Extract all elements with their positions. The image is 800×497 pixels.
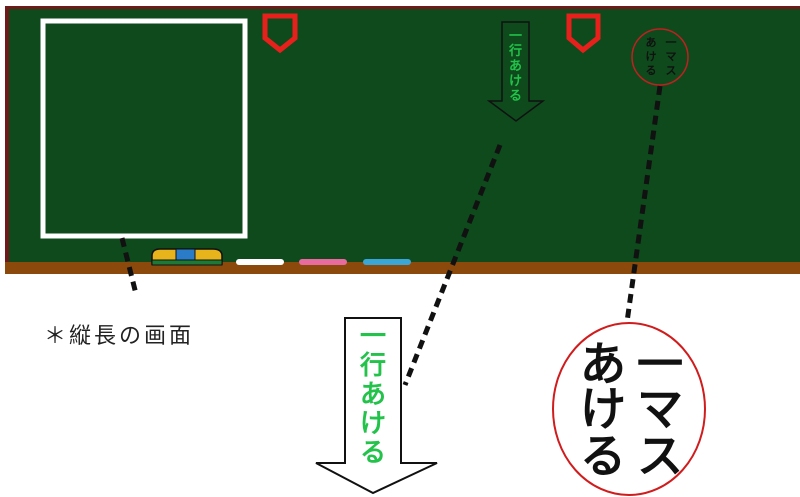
small-one-cell-char: け — [646, 50, 657, 63]
small-one-cell-char: 一 — [666, 36, 677, 49]
shield-marker-icon — [566, 13, 601, 54]
portrait-screen-outline — [40, 18, 248, 239]
small-line-space-char: け — [509, 74, 522, 89]
small-one-cell-char: マ — [666, 50, 677, 63]
large-line-space-char: 行 — [359, 350, 386, 381]
large-one-cell-char: け — [580, 382, 626, 436]
down-arrow-icon — [315, 317, 438, 495]
shield-marker-icon — [262, 13, 298, 54]
large-line-space-char: 一 — [360, 322, 386, 352]
small-line-space-char: 一 — [509, 29, 522, 44]
leader-line-one-cell — [624, 85, 663, 323]
small-one-cell-circle: 一 マ ス あ け る — [631, 28, 689, 86]
large-one-cell-char: あ — [580, 337, 626, 391]
chalk-stick-icon — [236, 259, 284, 265]
small-line-space-char: 行 — [508, 43, 522, 59]
down-arrow-icon — [486, 21, 546, 122]
large-circle-outline — [552, 322, 706, 496]
small-line-space-char: あ — [509, 59, 522, 74]
large-line-space-char: け — [360, 409, 386, 439]
large-line-space-char: あ — [360, 380, 386, 410]
large-one-cell-char: ス — [637, 429, 683, 483]
board-surface — [9, 9, 800, 262]
small-one-cell-char: あ — [646, 36, 657, 49]
small-circle-outline — [631, 28, 689, 86]
large-one-cell-char: る — [580, 429, 626, 483]
large-one-cell-circle: 一 マ ス あ け る — [552, 322, 706, 496]
leader-line-caption — [119, 237, 139, 295]
small-one-cell-char: る — [646, 64, 657, 77]
eraser-icon — [151, 248, 223, 266]
large-one-cell-char: 一 — [637, 337, 683, 391]
large-line-space-arrow: 一 行 あ け る — [315, 317, 438, 495]
chalk-stick-icon — [299, 259, 347, 265]
small-line-space-char: る — [509, 89, 522, 104]
large-line-space-char: る — [360, 438, 386, 468]
small-line-space-arrow: 一 行 あ け る — [486, 21, 546, 122]
large-one-cell-char: マ — [637, 382, 683, 436]
leader-line-line-space — [402, 144, 503, 386]
chalk-stick-icon — [363, 259, 411, 265]
caption-portrait-screen: ＊縦長の画面 — [44, 324, 195, 349]
small-one-cell-char: ス — [666, 64, 677, 77]
